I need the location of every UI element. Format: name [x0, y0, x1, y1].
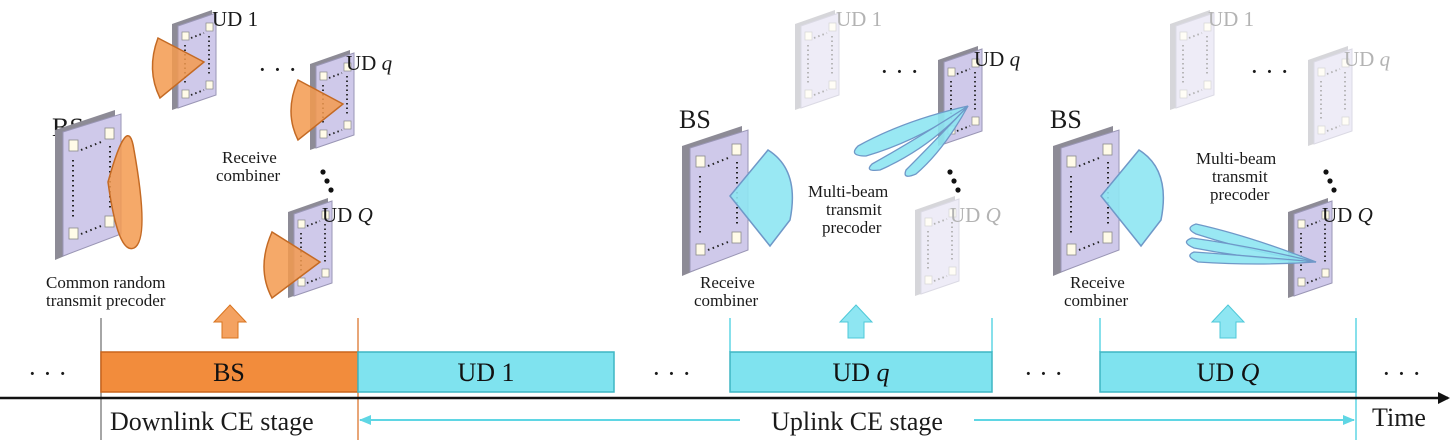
uplink-scene-q: BS Receive combiner UD 1 · · · UD q Mult…	[679, 7, 1021, 339]
ud-ellipsis: · · ·	[1250, 57, 1289, 86]
udq-combiner-beam	[290, 78, 345, 142]
timeline-dots: · · ·	[28, 359, 67, 388]
combiner-caption-line2: combiner	[1064, 291, 1129, 310]
ud-ellipsis: · · ·	[880, 57, 919, 86]
uplink-stage-label: Uplink CE stage	[771, 407, 943, 436]
downlink-stage-label: Downlink CE stage	[110, 407, 314, 436]
combiner-caption-line1: Receive	[1070, 273, 1125, 292]
precoder-caption-line3: precoder	[822, 218, 882, 237]
bs-label: BS	[679, 105, 711, 134]
uplink-Q-up-arrow	[1210, 304, 1246, 339]
ud1-combiner-beam	[151, 36, 206, 100]
timeline-dots: · · ·	[652, 359, 691, 388]
precoder-caption-line1: Multi-beam	[1196, 149, 1276, 168]
block-label: UD 1	[457, 358, 514, 387]
udQ-label: UD Q	[950, 203, 1001, 227]
receive-combiner-beam	[729, 149, 794, 248]
block-label: UD q	[832, 358, 889, 387]
precoder-caption-line2: transmit	[826, 200, 882, 219]
udq-label: UD q	[974, 47, 1021, 71]
timeline: BS UD 1 UD q UD Q · · · · · · · · · · · …	[0, 318, 1450, 440]
multi-beam-precoder	[853, 105, 969, 177]
precoder-caption-line1: Multi-beam	[808, 182, 888, 201]
precoder-caption-line3: precoder	[1210, 185, 1270, 204]
uplink-q-up-arrow	[838, 304, 874, 339]
multi-beam-precoder	[1185, 223, 1317, 265]
common-random-beam	[107, 135, 143, 250]
downlink-up-arrow	[212, 304, 248, 339]
timeline-block-bs: BS	[100, 351, 359, 393]
udq-label: UD q	[346, 51, 393, 75]
block-label: UD Q	[1197, 358, 1260, 387]
ud1-panel-faded	[795, 10, 839, 110]
combiner-caption-line2: combiner	[216, 166, 281, 185]
ud1-label: UD 1	[836, 7, 882, 31]
bs-label: BS	[1050, 105, 1082, 134]
receive-combiner-beam	[1100, 149, 1165, 248]
timeline-block-udq: UD q	[729, 351, 993, 393]
timeline-dots: · · ·	[1024, 359, 1063, 388]
precoder-caption-line2: transmit precoder	[46, 291, 166, 310]
udQ-combiner-beam	[263, 230, 322, 300]
uplink-scene-Q: BS Receive combiner UD 1 · · · UD q Mult…	[1050, 7, 1391, 339]
ud-ellipsis: · · ·	[258, 55, 297, 84]
timeline-block-ud1: UD 1	[357, 351, 615, 393]
precoder-caption-line2: transmit	[1212, 167, 1268, 186]
combiner-caption-line1: Receive	[700, 273, 755, 292]
vertical-ellipsis	[320, 169, 334, 193]
ud1-label: UD 1	[212, 7, 258, 31]
timeline-block-udQ: UD Q	[1099, 351, 1357, 393]
combiner-caption-line2: combiner	[694, 291, 759, 310]
udQ-label: UD Q	[322, 203, 373, 227]
timeline-dots: · · ·	[1382, 359, 1421, 388]
block-label: BS	[213, 358, 245, 387]
vertical-ellipsis	[947, 169, 961, 193]
combiner-caption-line1: Receive	[222, 148, 277, 167]
ud1-label: UD 1	[1208, 7, 1254, 31]
precoder-caption-line1: Common random	[46, 273, 165, 292]
vertical-ellipsis	[1323, 169, 1337, 193]
udq-label: UD q	[1344, 47, 1391, 71]
downlink-scene: BS Common random transmit precoder UD 1 …	[46, 7, 393, 339]
udQ-label: UD Q	[1322, 203, 1373, 227]
time-label: Time	[1372, 403, 1426, 432]
